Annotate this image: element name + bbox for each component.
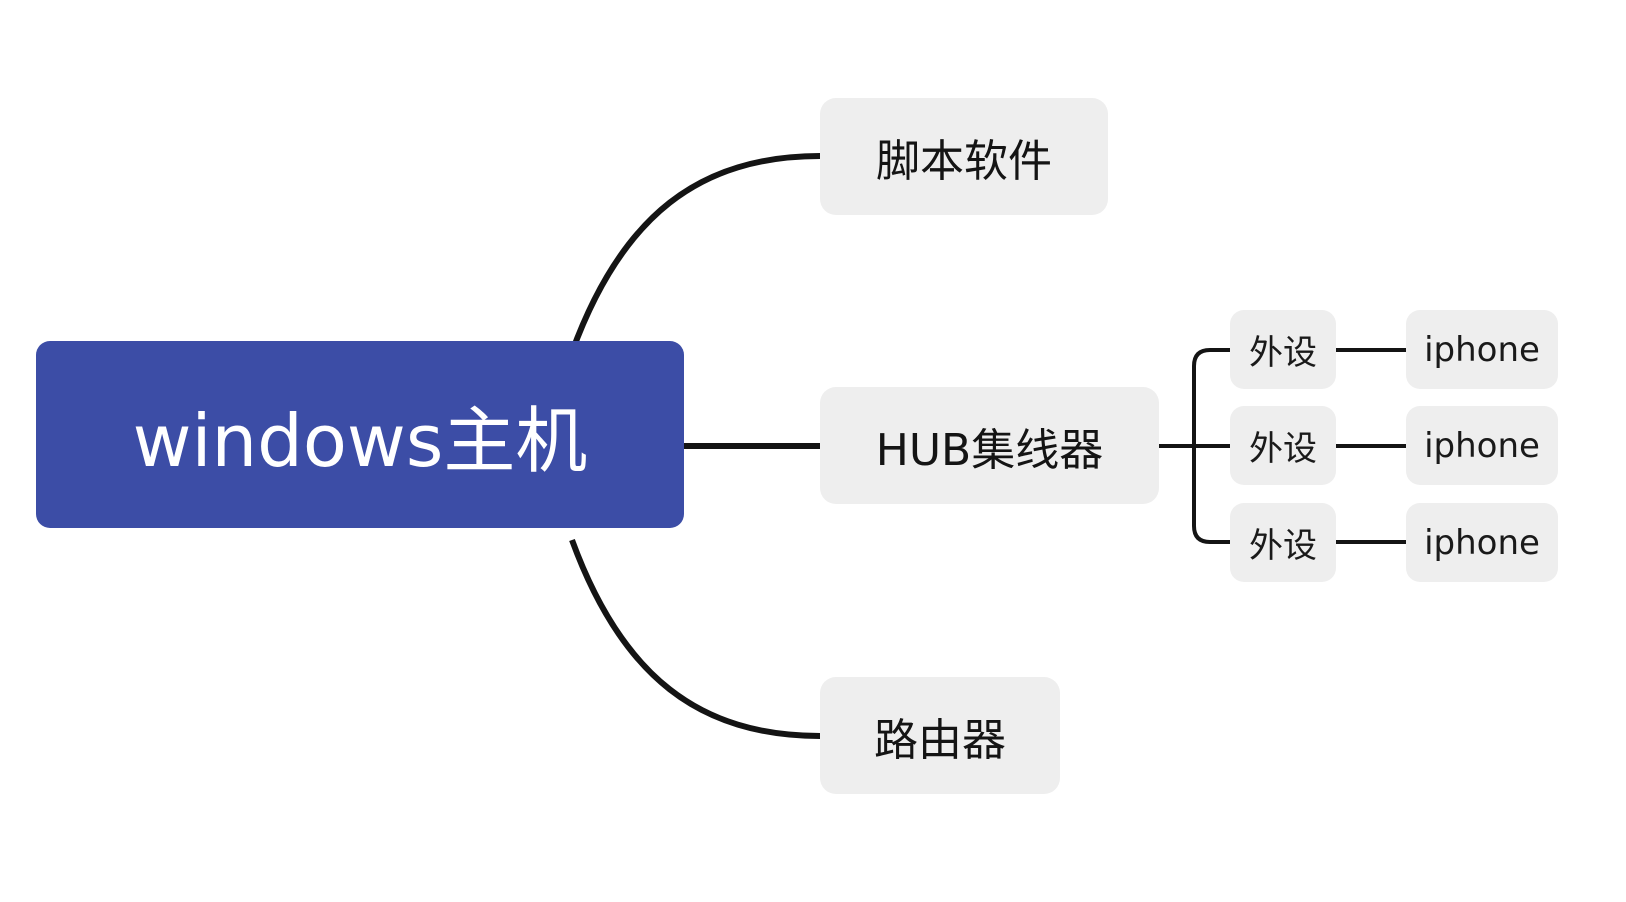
iphone-node-1: iphone <box>1406 310 1558 389</box>
peripheral-node-2: 外设 <box>1230 406 1336 485</box>
root-node-windows-host: windows主机 <box>36 341 684 528</box>
peripheral-node-3: 外设 <box>1230 503 1336 582</box>
branch-node-hub: HUB集线器 <box>820 387 1159 504</box>
peripheral-node-1: 外设 <box>1230 310 1336 389</box>
connector-root-to-script-software <box>569 153 821 354</box>
iphone-node-3: iphone <box>1406 503 1558 582</box>
branch-node-script-software: 脚本软件 <box>820 98 1108 215</box>
connector-hub-bracket <box>1192 348 1230 544</box>
branch-node-router: 路由器 <box>820 677 1060 794</box>
connector-root-to-router <box>569 538 821 739</box>
iphone-node-2: iphone <box>1406 406 1558 485</box>
